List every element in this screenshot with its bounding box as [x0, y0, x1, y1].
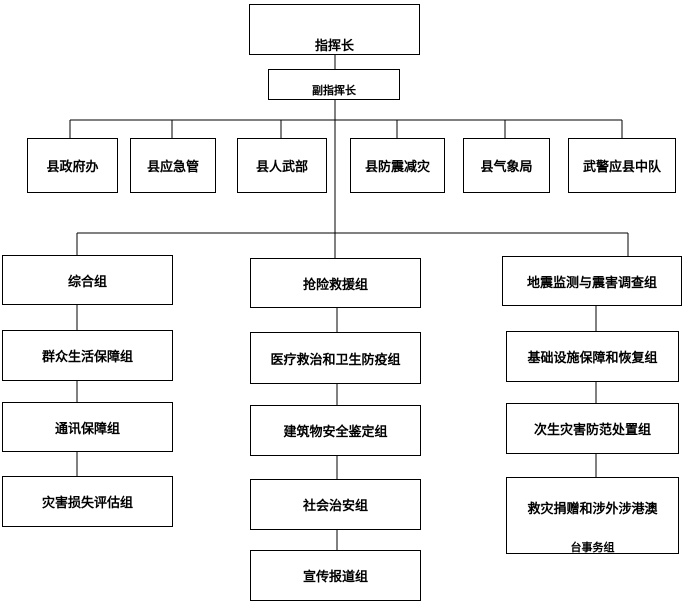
- node-group-head: 综合组: [2, 255, 173, 305]
- node-label-line1: 救灾捐赠和涉外涉港澳: [527, 502, 658, 517]
- node-deputy: 副指挥长: [268, 69, 400, 100]
- node-department: 县政府办: [27, 138, 118, 193]
- node-group-head: 地震监测与震害调查组: [502, 256, 682, 306]
- node-group-head: 抢险救援组: [250, 258, 421, 308]
- node-group-multiline: 救灾捐赠和涉外涉港澳 台事务组: [506, 477, 679, 554]
- node-department: 县气象局: [463, 138, 550, 193]
- node-group: 宣传报道组: [250, 550, 421, 601]
- node-group: 基础设施保障和恢复组: [506, 331, 679, 382]
- node-group: 次生灾害防范处置组: [506, 403, 679, 454]
- node-label-line2: 台事务组: [570, 541, 615, 554]
- node-department: 县人武部: [237, 138, 327, 193]
- node-department: 武警应县中队: [568, 138, 676, 193]
- node-group: 灾害损失评估组: [2, 476, 173, 527]
- node-group: 群众生活保障组: [2, 330, 173, 381]
- node-group: 通讯保障组: [2, 402, 173, 452]
- node-department: 县应急管: [130, 138, 216, 193]
- node-commander: 指挥长: [249, 4, 420, 55]
- node-group: 医疗救治和卫生防疫组: [250, 332, 421, 384]
- node-department: 县防震减灾: [350, 138, 445, 193]
- node-group: 社会治安组: [250, 479, 421, 530]
- node-group: 建筑物安全鉴定组: [250, 405, 421, 456]
